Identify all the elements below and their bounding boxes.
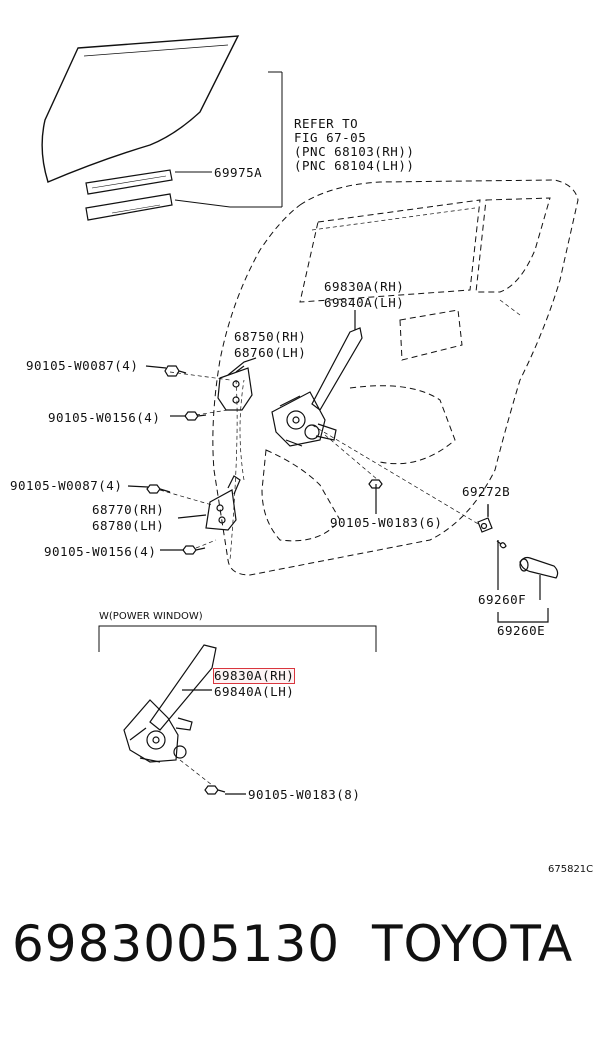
door-outline	[212, 179, 579, 576]
refer-note-line4: (PNC 68104(LH))	[294, 158, 415, 173]
refer-note-line2: FIG 67-05	[294, 130, 367, 145]
label-bolt-upper-2: 90105-W0156(4)	[48, 410, 161, 425]
figure-code: 675821C	[548, 864, 594, 875]
label-hinge-lower-rh: 68770(RH)	[92, 502, 165, 517]
clip-69272b	[477, 517, 493, 533]
cap-69260f	[519, 556, 559, 579]
label-bolt-regulator: 90105-W0183(6)	[330, 515, 443, 530]
label-cap-f: 69260F	[478, 592, 527, 607]
power-window-box	[98, 625, 377, 652]
window-regulator-upper	[311, 327, 363, 411]
glass-run-lower	[85, 193, 173, 221]
part-number: 6983005130	[12, 915, 341, 973]
label-bolt-power: 90105-W0183(8)	[248, 787, 361, 802]
door-glass	[41, 35, 240, 183]
label-hinge-upper-lh: 68760(LH)	[234, 345, 307, 360]
refer-note-line3: (PNC 68103(RH))	[294, 144, 415, 159]
lower-hinge	[205, 489, 237, 531]
label-regulator-lh: 69840A(LH)	[214, 684, 295, 699]
label-regulator-rh-top: 69830A(RH)	[324, 279, 405, 294]
label-clip: 69272B	[462, 484, 511, 499]
label-glass-run: 69975A	[214, 165, 263, 180]
label-regulator-lh-top: 69840A(LH)	[324, 295, 405, 310]
brand-name: TOYOTA	[372, 915, 574, 973]
power-window-title: W(POWER WINDOW)	[99, 611, 203, 622]
label-bolt-upper-1: 90105-W0087(4)	[26, 358, 139, 373]
parts-diagram	[41, 35, 579, 795]
upper-hinge	[217, 367, 253, 411]
glass-run-upper	[85, 169, 173, 195]
bolt-icons	[146, 365, 383, 795]
window-regulator-lower	[149, 644, 217, 731]
label-cap-e: 69260E	[497, 623, 546, 638]
label-hinge-upper-rh: 68750(RH)	[234, 329, 307, 344]
label-regulator-rh-highlighted[interactable]: 69830A(RH)	[212, 668, 296, 684]
label-hinge-lower-lh: 68780(LH)	[92, 518, 165, 533]
label-bolt-lower-1: 90105-W0087(4)	[10, 478, 123, 493]
label-bolt-lower-2: 90105-W0156(4)	[44, 544, 157, 559]
refer-note-line1: REFER TO	[294, 116, 359, 131]
